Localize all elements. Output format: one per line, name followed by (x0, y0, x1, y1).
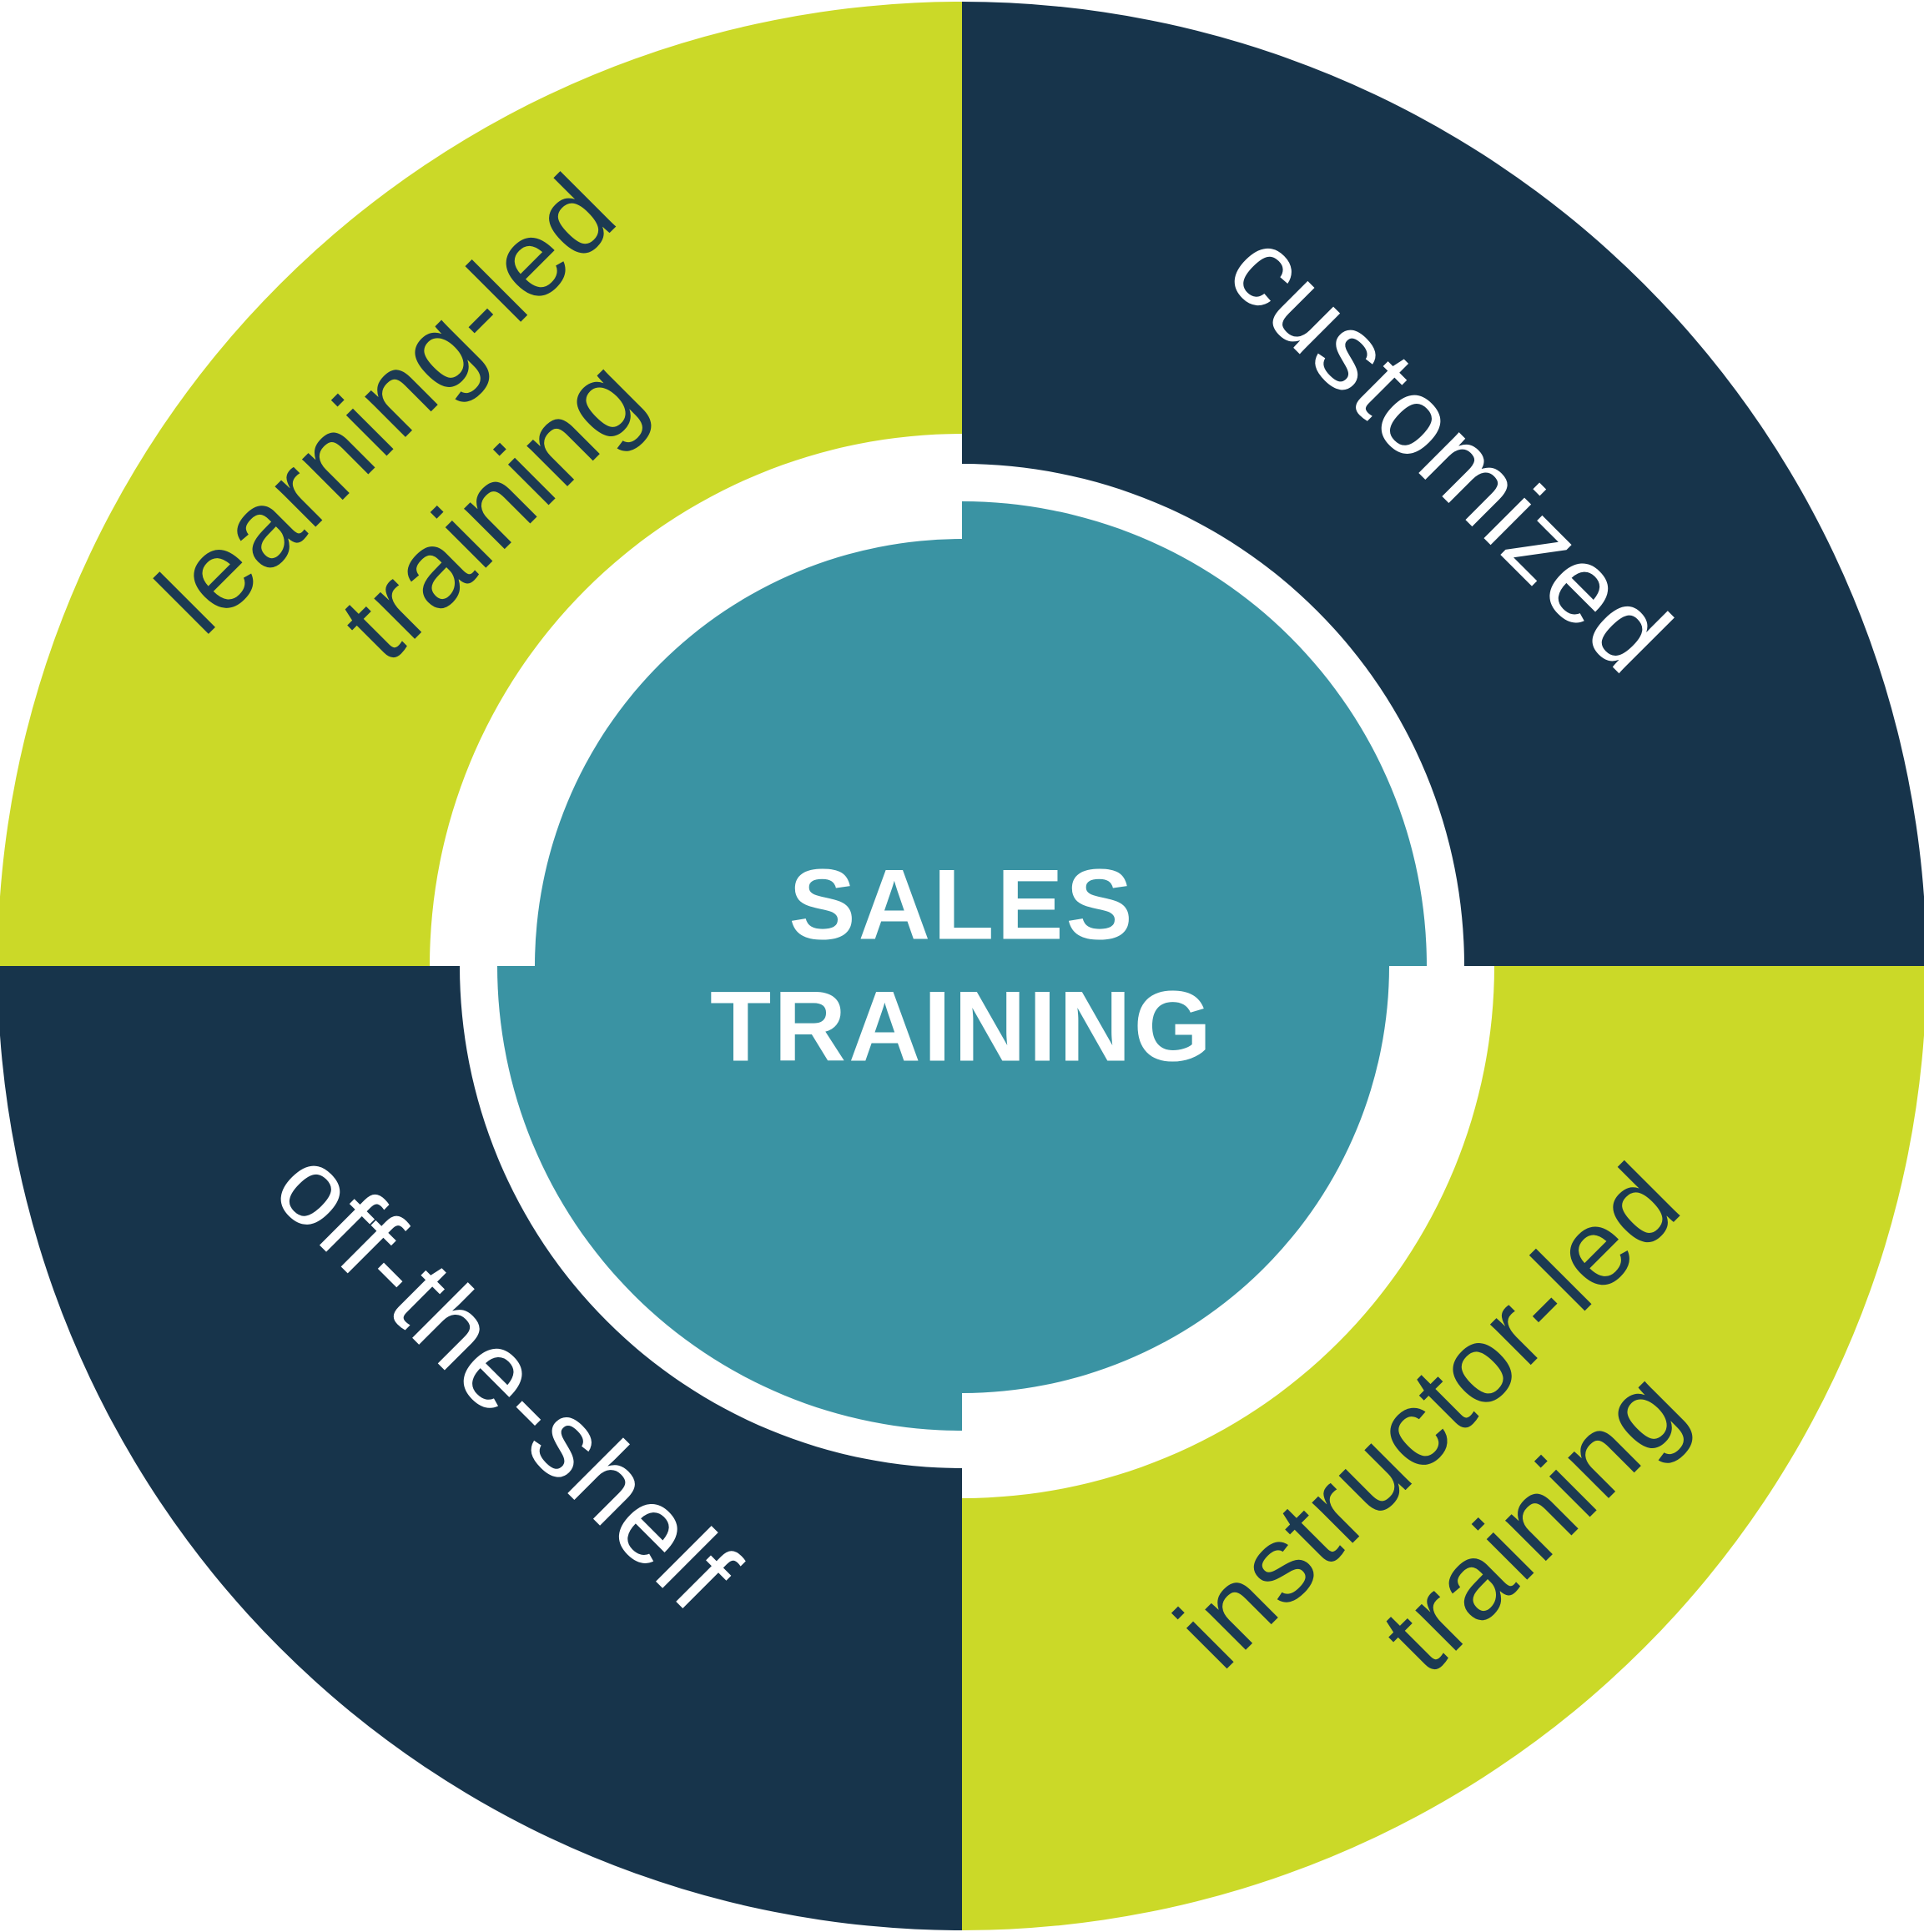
center-title: SALES TRAINING (710, 844, 1214, 1089)
segment-bottom-right-instructor-led (962, 966, 1924, 1930)
center-circle-top-right-sector (962, 501, 1427, 966)
center-circle-bottom-left-sector (497, 966, 962, 1431)
segment-bottom-left-off-the-shelf (0, 966, 962, 1930)
segment-top-left-learning-led (0, 2, 962, 966)
center-title-line1: SALES (788, 848, 1136, 961)
segment-top-right-customized (962, 2, 1924, 966)
center-title-line2: TRAINING (710, 971, 1214, 1083)
center-circle-bottom-right-sector (962, 966, 1389, 1393)
center-circle-top-left-sector (535, 539, 962, 966)
